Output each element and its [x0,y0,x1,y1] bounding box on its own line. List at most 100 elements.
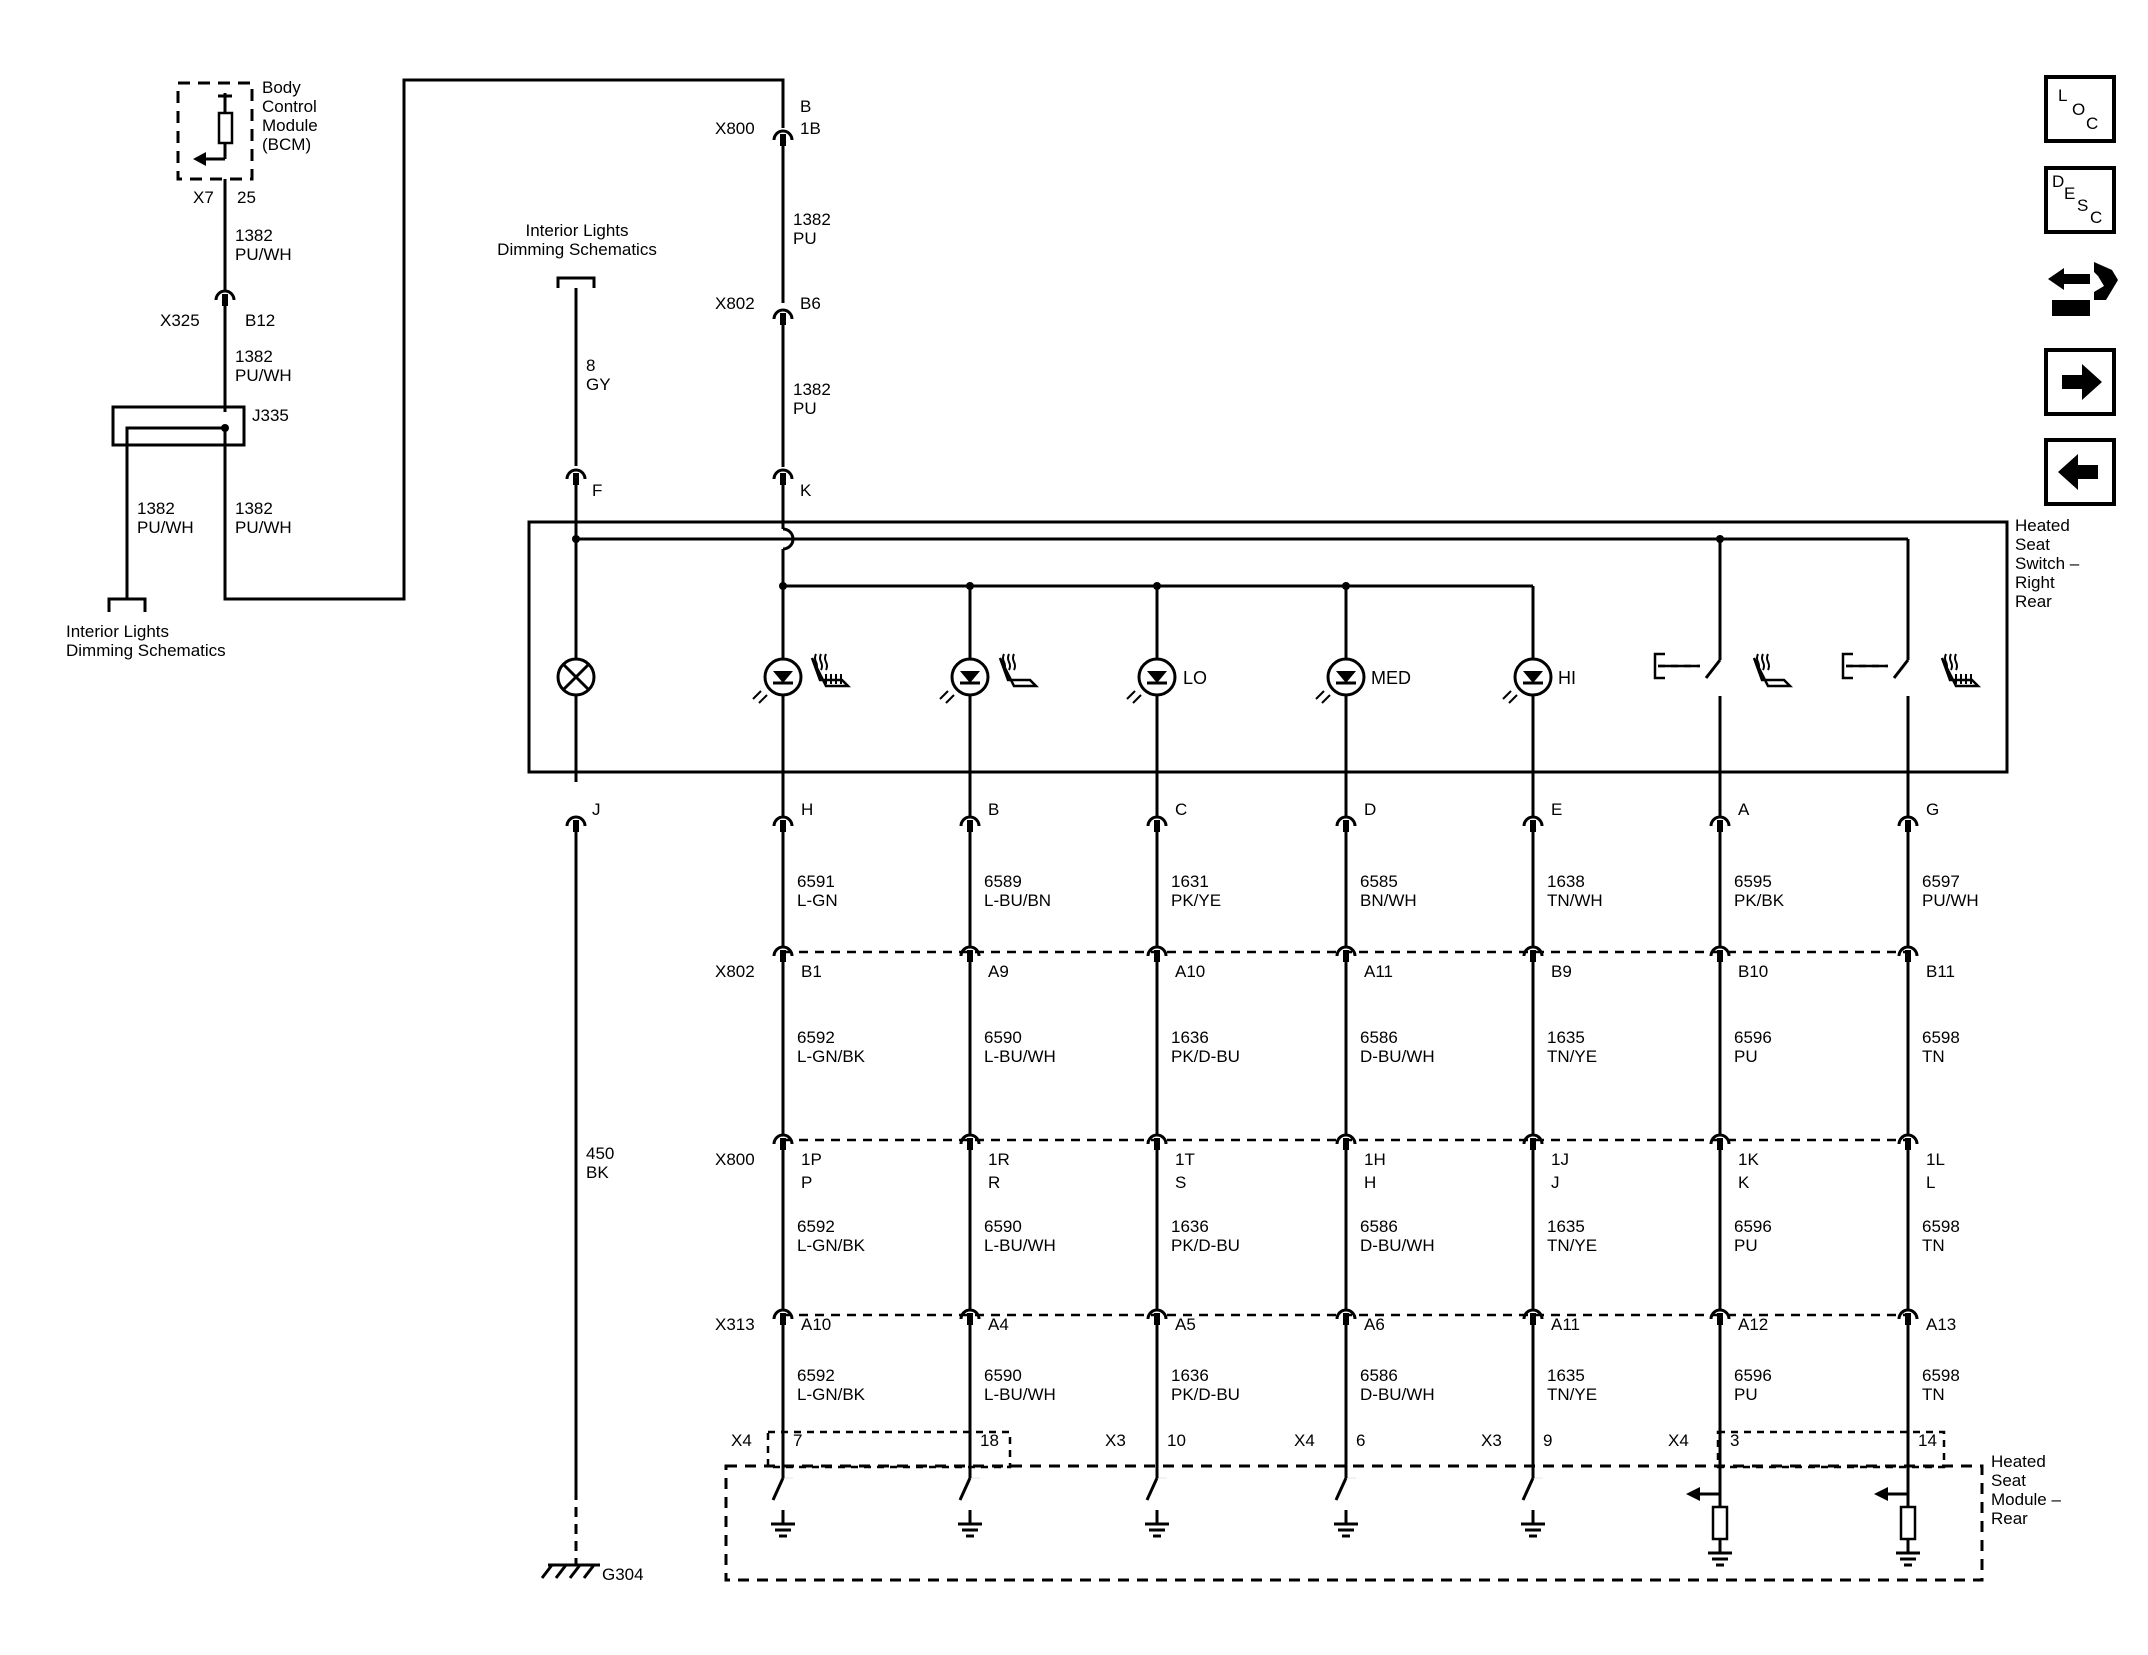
x325-connector-pin [222,294,228,306]
dimming-ref-top: Interior Lights [526,221,629,240]
wire-1382-main-label: 1382 [235,499,273,518]
x802-pin-label: B9 [1551,962,1572,981]
wire-label-w1: 6595 [1734,872,1772,891]
x802-pin-label: A9 [988,962,1009,981]
dimming-ref-left: Dimming Schematics [66,641,226,660]
x313-connector-A12 [1709,1308,1731,1320]
module-connector-label: X4 [731,1431,752,1450]
x313-connector-A5 [1146,1308,1168,1320]
ground-g304-hatch [568,1564,582,1579]
wire-1382-branch-label: PU/WH [137,518,194,537]
x800-pin-label-b: S [1175,1173,1186,1192]
wire-label-w1: 1638 [1547,872,1585,891]
wire-label-w2: 1635 [1547,1028,1585,1047]
switch-connector-B [959,815,981,827]
x800-top-label: X800 [715,119,755,138]
wire-1382-pu-label-1: PU [793,229,817,248]
module-pin-label: 14 [1918,1431,1937,1450]
x313-connector-A10 [772,1308,794,1320]
led-med-ray [1315,690,1325,700]
seat-cushion-heat-icon-part [998,657,1040,688]
wire-label-w1: L-GN [797,891,838,910]
connector-view-button[interactable] [2048,262,2118,316]
loc-button[interactable]: LOC [2044,75,2116,143]
wire-label-w2: D-BU/WH [1360,1047,1435,1066]
wire-label-w2: PU [1734,1047,1758,1066]
wire-label-w2: L-GN/BK [797,1047,866,1066]
switch-j-connector [565,815,587,827]
module-switch-blade [771,1477,785,1501]
switch-a-contact-actuator [1653,652,1665,680]
wire-1382-label-1: 1382 [235,226,273,245]
x800-top-pin-1b: 1B [800,119,821,138]
switch-pin-label: H [801,800,813,819]
led-lo-ray [1132,694,1142,704]
wire-450-bk-label: BK [586,1163,609,1182]
wire-label-w2: 6596 [1734,1028,1772,1047]
x800-pin-label: 1R [988,1150,1010,1169]
module-title: Seat [1991,1471,2026,1490]
switch-back-icon [1940,653,1982,688]
ground-g304-label: G304 [602,1565,644,1584]
wire-label-w3: PU [1734,1236,1758,1255]
bcm-title: Module [262,116,318,135]
x800-pin-label: 1K [1738,1150,1759,1169]
led-med-ray [1321,694,1331,704]
module-switch-blade [1145,1477,1159,1501]
x800-pin-label-b: R [988,1173,1000,1192]
x802-connector-B9-pin [1530,950,1536,962]
x802-top-connector-pin [780,313,786,325]
x800-connector-1H-pin [1343,1138,1349,1150]
x800-connector-1K [1709,1133,1731,1145]
wire-label-w1: PU/WH [1922,891,1979,910]
x325-pin-label: B12 [245,311,275,330]
x802-pin-label: B11 [1926,962,1955,981]
seat-back-heat-icon-part [824,653,828,671]
module-pin-label: 10 [1167,1431,1186,1450]
x800-pin-label-b: K [1738,1173,1750,1192]
switch-connector-G-pin [1905,820,1911,832]
wire-1382-pu-label-2: 1382 [793,380,831,399]
x800-pin-label: 1L [1926,1150,1945,1169]
x800-pin-label-b: J [1551,1173,1560,1192]
switch-pin-label: C [1175,800,1187,819]
switch-connector-A [1709,815,1731,827]
dimming-ref-left: Interior Lights [66,622,169,641]
x802-top-label: X802 [715,294,755,313]
wire-label-w4: 1636 [1171,1366,1209,1385]
wire-label-w1: 6591 [797,872,835,891]
dim-bus-dot [572,535,580,543]
desc-letter: S [2077,196,2088,215]
x313-pin-label: A6 [1364,1315,1385,1334]
seat-back-heat-icon-part [810,657,852,688]
next-page-button[interactable] [2044,348,2116,416]
switch-g-contact-blade [1892,659,1910,679]
switch-pin-k-label: K [800,481,812,500]
next-page-icon [2062,364,2102,400]
switch-pin-label: G [1926,800,1939,819]
wire-label-w3: TN [1922,1236,1945,1255]
module-connector-label: X4 [1668,1431,1689,1450]
x800-connector-1T-pin [1154,1138,1160,1150]
bcm-pin-label: 25 [237,188,256,207]
wire-1382-branch-label: 1382 [137,499,175,518]
x802-top-pin-label: B6 [800,294,821,313]
previous-page-button[interactable] [2044,438,2116,506]
wire-label-w2: PK/D-BU [1171,1047,1240,1066]
x802-top-connector [772,308,794,320]
wire-8-gy-label: GY [586,375,611,394]
led-lo-diode [1147,671,1167,683]
x800-connector-1L [1897,1133,1919,1145]
module-input-arrow [1874,1487,1888,1501]
x313-connector-A10-pin [780,1313,786,1325]
x325-label: X325 [160,311,200,330]
module-input-arrow [1686,1487,1700,1501]
bcm-connector-label: X7 [193,188,214,207]
x800-pin-label: 1T [1175,1150,1195,1169]
seat-cushion-heat-icon [998,653,1040,688]
